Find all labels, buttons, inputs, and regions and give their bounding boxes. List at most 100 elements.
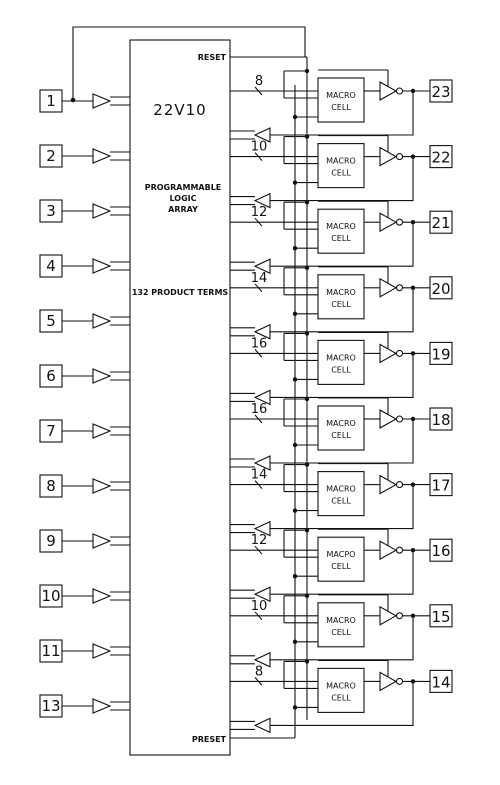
input-pin-number: 7 (46, 422, 56, 440)
output-buffer-icon (379, 343, 398, 364)
array-label-line-1: PROGRAMMABLE (145, 183, 222, 192)
input-buffer-icon (92, 588, 112, 604)
output-pin-box (429, 538, 453, 562)
product-term-count: 12 (251, 533, 268, 548)
inversion-bubble-icon (395, 349, 404, 357)
macrocell-box (317, 143, 365, 189)
feedback-wire (270, 681, 414, 726)
macrocell-box (317, 274, 365, 320)
output-pin-box (429, 604, 453, 628)
input-pin-number: 3 (46, 202, 56, 220)
feedback-wire (270, 91, 414, 136)
macrocell-label-line-1: MACRO (326, 222, 356, 231)
feedback-wire (270, 484, 414, 530)
bus-slash (254, 677, 263, 686)
junction-dot (410, 351, 416, 356)
macrocell-label-line-1: MACPO (327, 550, 356, 559)
product-term-count: 10 (251, 140, 268, 155)
bus-slash (254, 283, 263, 293)
macrocell-label-line-2: CELL (331, 169, 351, 178)
macrocell-box (317, 208, 365, 254)
input-buffer-icon (92, 313, 112, 329)
input-pin-group: 6 (39, 364, 130, 388)
output-pin-box (429, 145, 453, 169)
input-pin-group: 7 (39, 419, 130, 443)
junction-dot (304, 331, 310, 336)
output-buffer-icon (379, 409, 398, 429)
junction-dot (410, 482, 416, 487)
junction-dot (304, 265, 310, 270)
junction-dot (304, 396, 310, 402)
input-pin-group: 10 (39, 584, 130, 608)
output-pin-box (429, 669, 453, 693)
macrocell-label-line-1: MACRO (326, 419, 356, 428)
inversion-bubble-icon (395, 481, 404, 489)
inversion-bubble-icon (395, 415, 404, 423)
bus-slash (254, 545, 263, 555)
output-buffer-icon (379, 540, 398, 561)
output-buffer-icon (379, 81, 398, 101)
macrocell-label-line-2: CELL (331, 300, 351, 309)
output-pin-box (429, 210, 453, 234)
input-buffer-icon (92, 93, 112, 109)
feedback-wire (270, 222, 414, 267)
junction-dot (292, 114, 298, 120)
input-pin-number: 5 (46, 312, 56, 330)
junction-dot (304, 134, 310, 139)
product-term-count: 8 (255, 664, 263, 679)
inversion-bubble-icon (395, 546, 404, 554)
feedback-buffer-icon (253, 520, 271, 537)
macrocell-label-line-1: MACRO (326, 485, 356, 494)
feedback-buffer-icon (253, 192, 271, 209)
macrocell-label-line-2: CELL (331, 431, 351, 440)
output-pin-number: 16 (431, 542, 450, 560)
feedback-buffer-icon (253, 651, 271, 668)
input-pin-number: 4 (46, 257, 56, 275)
feedback-wire (270, 353, 414, 398)
output-pin-number: 14 (431, 673, 450, 691)
output-pin-number: 15 (431, 608, 450, 626)
feedback-buffer-icon (253, 389, 271, 406)
product-term-count: 16 (251, 336, 268, 351)
input-buffer-icon (92, 478, 112, 494)
bus-slash (254, 414, 263, 424)
output-pin-box (429, 473, 453, 497)
input-pin-number: 9 (46, 532, 56, 550)
output-pin-box (429, 407, 453, 431)
input-pin-group: 11 (39, 639, 130, 663)
junction-dot (292, 639, 298, 644)
junction-dot (304, 528, 310, 533)
input-pin-number: 8 (46, 477, 56, 495)
macrocell-label-line-1: MACRO (326, 157, 356, 166)
junction-dot (304, 462, 310, 467)
bus-slash (254, 480, 263, 489)
input-pin-group: 4 (39, 254, 130, 278)
bus-slash (254, 152, 263, 161)
inversion-bubble-icon (395, 612, 404, 620)
macrocell-label-line-1: MACRO (326, 681, 356, 690)
macrocell-box (317, 602, 365, 648)
pin1-clock-loop (72, 26, 306, 100)
junction-dot (70, 97, 76, 103)
feedback-wire (270, 550, 414, 595)
product-term-count: 16 (251, 402, 268, 417)
output-buffer-icon (379, 212, 398, 233)
output-pin-number: 23 (431, 83, 450, 101)
macrocell-label-line-1: MACRO (326, 353, 356, 362)
input-pin-group: 5 (39, 309, 130, 333)
junction-dot (304, 200, 310, 205)
output-buffer-icon (379, 474, 398, 495)
macrocell-label-line-2: CELL (331, 628, 351, 637)
output-pin-box (429, 341, 453, 365)
input-pin-group: 9 (39, 529, 130, 553)
junction-dot (304, 68, 310, 74)
input-pin-group: 8 (39, 474, 130, 498)
feedback-wire (270, 287, 414, 333)
bus-slash (254, 349, 263, 358)
logic-array-block (129, 39, 231, 756)
